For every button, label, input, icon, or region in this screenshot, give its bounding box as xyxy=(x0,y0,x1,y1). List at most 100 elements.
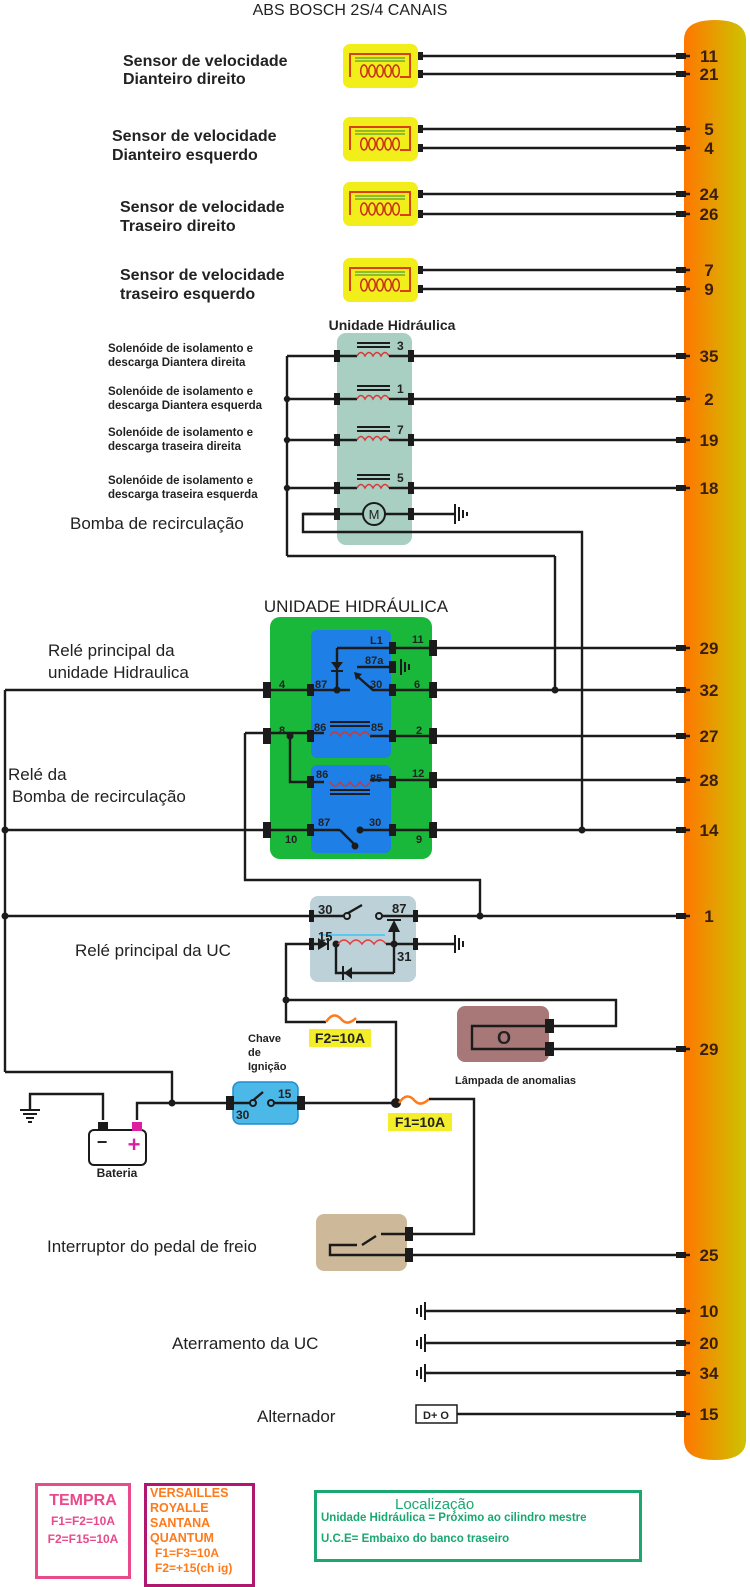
ecu-pin-terminal xyxy=(676,1252,686,1258)
ecu-pin-number: 14 xyxy=(700,821,719,840)
svg-text:Dianteiro esquerdo: Dianteiro esquerdo xyxy=(112,147,258,164)
ground-icon xyxy=(416,1334,426,1352)
note-location: Localização Unidade Hidráulica = Próximo… xyxy=(314,1490,642,1562)
svg-text:30: 30 xyxy=(318,902,332,917)
ecu-pin-terminal xyxy=(676,126,686,132)
svg-text:15: 15 xyxy=(318,929,332,944)
svg-text:4: 4 xyxy=(279,679,286,691)
ecu-pin-terminal xyxy=(676,267,686,273)
note-versailles: VERSAILLES ROYALLE SANTANA QUANTUM F1=F3… xyxy=(144,1483,255,1587)
svg-text:−: − xyxy=(97,1132,108,1152)
svg-text:Bomba de recirculação: Bomba de recirculação xyxy=(12,787,186,806)
ecu-pin-number: 9 xyxy=(704,280,713,299)
main-hydraulic-unit-title: UNIDADE HIDRÁULICA xyxy=(264,597,449,616)
ecu-pin-number: 4 xyxy=(704,139,714,158)
lamp-label: Lâmpada de anomalias xyxy=(455,1075,576,1087)
alternator-label: Alternador xyxy=(257,1407,336,1426)
ecu-connector-bar xyxy=(684,20,746,1460)
svg-text:9: 9 xyxy=(416,834,422,846)
svg-text:85: 85 xyxy=(370,773,382,785)
svg-text:Sensor de velocidade: Sensor de velocidade xyxy=(120,267,285,284)
svg-text:31: 31 xyxy=(397,949,411,964)
svg-text:7: 7 xyxy=(397,423,404,437)
ecu-pin-terminal xyxy=(676,687,686,693)
svg-text:87: 87 xyxy=(392,901,406,916)
svg-text:86: 86 xyxy=(314,722,326,734)
svg-text:30: 30 xyxy=(369,817,381,829)
ecu-pin-number: 2 xyxy=(704,390,713,409)
ecu-pin-number: 1 xyxy=(704,907,713,926)
brake-switch-box xyxy=(316,1214,407,1271)
ecu-pin-number: 18 xyxy=(700,479,719,498)
svg-text:6: 6 xyxy=(414,679,420,691)
svg-text:descarga Diantera direita: descarga Diantera direita xyxy=(108,357,246,369)
sensor-coil-icon xyxy=(343,182,418,226)
ecu-pin-terminal xyxy=(676,437,686,443)
svg-text:D+ O: D+ O xyxy=(423,1410,449,1422)
svg-text:Solenóide de isolamento e: Solenóide de isolamento e xyxy=(108,475,253,487)
ecu-pin-terminal xyxy=(676,396,686,402)
svg-text:85: 85 xyxy=(371,722,383,734)
svg-text:87a: 87a xyxy=(365,655,384,667)
svg-text:descarga traseira direita: descarga traseira direita xyxy=(108,441,242,453)
ecu-pin-terminal xyxy=(676,645,686,651)
ecu-pin-terminal xyxy=(676,211,686,217)
ground-icon xyxy=(454,504,468,524)
ecu-pin-number: 28 xyxy=(700,771,719,790)
diagram-title: ABS BOSCH 2S/4 CANAIS xyxy=(253,2,448,19)
svg-text:1: 1 xyxy=(397,382,404,396)
svg-text:3: 3 xyxy=(397,339,404,353)
pump-label: Bomba de recirculação xyxy=(70,514,244,533)
ecu-pin-terminal xyxy=(676,777,686,783)
ecu-pin-number: 7 xyxy=(704,261,713,280)
svg-text:5: 5 xyxy=(397,471,404,485)
ground-icon xyxy=(416,1364,426,1382)
svg-text:descarga Diantera esquerda: descarga Diantera esquerda xyxy=(108,400,263,412)
ecu-pin-number: 11 xyxy=(700,47,718,66)
fuse-f1-icon xyxy=(397,1095,430,1105)
ecu-pin-number: 10 xyxy=(700,1302,719,1321)
ecu-pin-number: 25 xyxy=(700,1246,719,1265)
note-tempra: TEMPRA F1=F2=10A F2=F15=10A xyxy=(35,1483,131,1579)
ecu-pin-number: 5 xyxy=(704,120,713,139)
ecu-pin-terminal xyxy=(676,286,686,292)
svg-text:Ignição: Ignição xyxy=(248,1061,287,1073)
speed-sensor-rear-right: Sensor de velocidade Traseiro direito xyxy=(120,199,285,235)
sensor-coil-icon xyxy=(343,258,418,302)
svg-text:M: M xyxy=(369,507,380,522)
svg-text:8: 8 xyxy=(279,725,285,737)
ecu-pin-terminal xyxy=(676,53,686,59)
svg-text:Sensor de velocidade: Sensor de velocidade xyxy=(120,199,285,216)
ecu-pin-terminal xyxy=(676,145,686,151)
pump-relay-label: Relé da xyxy=(8,765,67,784)
sensor-coil-icon xyxy=(343,117,418,161)
svg-text:unidade Hidraulica: unidade Hidraulica xyxy=(48,663,189,682)
svg-text:15: 15 xyxy=(278,1087,292,1101)
ecu-pin-terminal xyxy=(676,353,686,359)
lamp-symbol: O xyxy=(497,1028,511,1048)
fuse-f2-icon xyxy=(324,1014,357,1024)
ignition-label: Chave xyxy=(248,1033,281,1045)
sensor-coil-icon xyxy=(343,44,418,88)
ecu-pin-number: 29 xyxy=(700,639,719,658)
svg-text:Dianteiro direito: Dianteiro direito xyxy=(123,71,246,88)
ecu-pin-number: 26 xyxy=(700,205,719,224)
fuse-f1-label: F1=10A xyxy=(395,1114,445,1130)
ecu-pin-number: 21 xyxy=(700,65,719,84)
speed-sensor-front-left: Sensor de velocidade Dianteiro esquerdo xyxy=(112,128,277,164)
main-relay-label: Relé principal da xyxy=(48,641,175,660)
ecu-pin-terminal xyxy=(676,1411,686,1417)
ecu-pin-terminal xyxy=(676,1370,686,1376)
motor-icon xyxy=(362,502,386,526)
ecu-pin-number: 20 xyxy=(700,1334,719,1353)
ecu-pin-terminal xyxy=(676,485,686,491)
brake-switch-label: Interruptor do pedal de freio xyxy=(47,1237,257,1256)
svg-text:L1: L1 xyxy=(370,635,383,647)
ecu-pin-terminal xyxy=(676,1308,686,1314)
ecu-pin-terminal xyxy=(676,733,686,739)
hydraulic-unit-title: Unidade Hidráulica xyxy=(329,317,456,333)
